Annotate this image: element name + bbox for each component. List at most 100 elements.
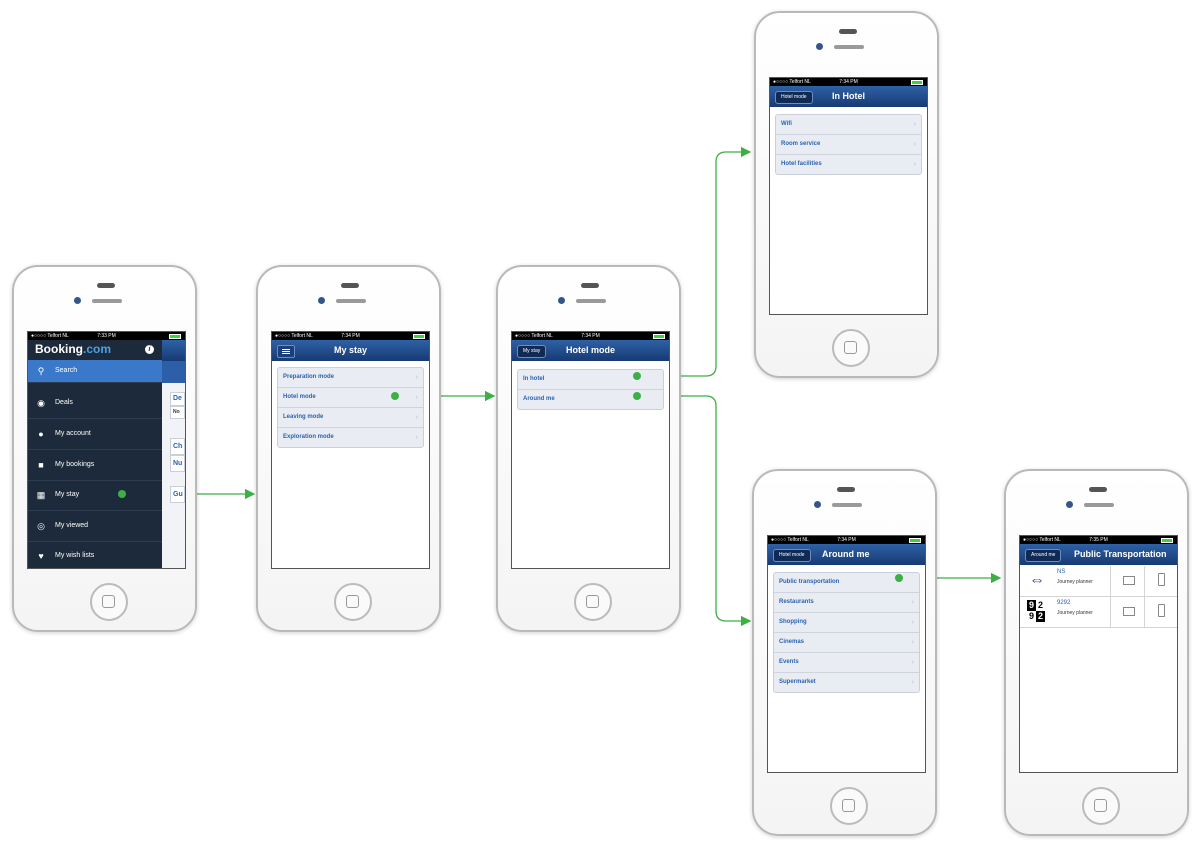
mobile-icon (1158, 573, 1165, 586)
peek-field: Gu (170, 486, 185, 503)
chevron-right-icon: › (913, 141, 916, 148)
back-button[interactable]: My stay (517, 345, 547, 358)
menu-item-my-wish-lists[interactable]: ♥ My wish lists (28, 541, 162, 568)
row-leaving-mode[interactable]: Leaving mode› (278, 408, 423, 428)
status-bar: ●○○○○ Telfort NL 7:34 PM (512, 332, 669, 340)
account-icon: ● (38, 429, 44, 439)
chevron-right-icon: › (415, 394, 418, 401)
menu-item-my-stay[interactable]: ▦ My stay (28, 480, 162, 511)
row-in-hotel[interactable]: In hotel (518, 370, 663, 390)
row-supermarket[interactable]: Supermarket› (774, 673, 919, 692)
clock: 7:34 PM (839, 79, 858, 85)
screen-public-transportation: ●○○○○ Telfort NL 7:35 PM Around me Publi… (1019, 535, 1178, 773)
home-button[interactable] (574, 583, 612, 621)
camera (1066, 501, 1073, 508)
screen-hotel-mode: ●○○○○ Telfort NL 7:34 PM My stay Hotel m… (511, 331, 670, 569)
in-hotel-list: Wifi› Room service› Hotel facilities› (775, 114, 922, 175)
side-menu: Booking.com i ⚲ Search ◉ Deals ● My acco… (28, 340, 162, 568)
clock: 7:33 PM (97, 333, 116, 339)
back-button[interactable]: Hotel mode (775, 91, 813, 104)
menu-item-my-bookings[interactable]: ■ My bookings (28, 450, 162, 481)
hotel-mode-list: In hotel Around me (517, 369, 664, 410)
row-wifi[interactable]: Wifi› (776, 115, 921, 135)
row-around-me[interactable]: Around me (523, 396, 555, 402)
home-button[interactable] (1082, 787, 1120, 825)
mobile-link[interactable] (1144, 597, 1177, 627)
camera (814, 501, 821, 508)
navbar: My stay (272, 340, 429, 361)
link-dot-hotel-mode (391, 392, 399, 400)
menu-item-search[interactable]: ⚲ Search (28, 360, 162, 383)
desktop-link[interactable] (1110, 597, 1144, 627)
peek-navbar (162, 340, 185, 361)
transport-subtitle: Journey planner (1057, 610, 1093, 616)
camera (74, 297, 81, 304)
row-public-transportation[interactable]: Public transportation (774, 573, 919, 593)
clock: 7:34 PM (837, 537, 856, 543)
screen-title: Hotel mode (565, 345, 615, 355)
transport-name[interactable]: NS (1057, 569, 1066, 575)
screen-title: My stay (333, 345, 368, 355)
clock: 7:34 PM (581, 333, 600, 339)
link-dot-in-hotel (633, 372, 641, 380)
speaker (839, 29, 857, 34)
row-events[interactable]: Events› (774, 653, 919, 673)
row-hotel-facilities[interactable]: Hotel facilities› (776, 155, 921, 174)
battery-icon (909, 538, 921, 543)
navbar: Around me Public Transportation (1020, 544, 1177, 565)
carrier: ●○○○○ Telfort NL (275, 333, 313, 339)
menu-item-deals[interactable]: ◉ Deals (28, 388, 162, 419)
menu-item-my-viewed[interactable]: ◎ My viewed (28, 511, 162, 542)
chevron-right-icon: › (415, 434, 418, 441)
peek-panel: De No Ch Nu Gu (162, 340, 185, 568)
row-preparation-mode[interactable]: Preparation mode› (278, 368, 423, 388)
home-button[interactable] (334, 583, 372, 621)
menu-item-my-account[interactable]: ● My account (28, 419, 162, 450)
row-shopping[interactable]: Shopping› (774, 613, 919, 633)
home-button[interactable] (830, 787, 868, 825)
status-bar: ●○○○○ Telfort NL 7:34 PM (768, 536, 925, 544)
monitor-icon (1123, 576, 1135, 585)
row-restaurants[interactable]: Restaurants› (774, 593, 919, 613)
chevron-right-icon: › (913, 161, 916, 168)
row-room-service[interactable]: Room service› (776, 135, 921, 155)
peek-field: Ch (170, 438, 185, 455)
back-button[interactable]: Hotel mode (773, 549, 811, 562)
row-exploration-mode[interactable]: Exploration mode› (278, 428, 423, 447)
mobile-link[interactable] (1144, 566, 1177, 596)
transport-subtitle: Journey planner (1057, 579, 1093, 585)
chevron-right-icon: › (911, 599, 914, 606)
transport-item-ns[interactable]: ⇔ NS Journey planner (1020, 566, 1177, 597)
menu-icon[interactable] (277, 345, 295, 358)
earpiece (336, 299, 366, 303)
row-hotel-mode[interactable]: Hotel mode› (278, 388, 423, 408)
phone-in-hotel: ●○○○○ Telfort NL 7:34 PM Hotel mode In H… (754, 11, 939, 378)
camera (558, 297, 565, 304)
arrow-in-hotel-to-in-hotel-screen (637, 146, 752, 377)
speaker (581, 283, 599, 288)
info-icon[interactable]: i (145, 345, 154, 354)
camera (318, 297, 325, 304)
phone-public-transportation: ●○○○○ Telfort NL 7:35 PM Around me Publi… (1004, 469, 1189, 836)
screen-title: In Hotel (832, 91, 865, 101)
transport-name[interactable]: 9292 (1057, 600, 1071, 606)
phone-my-stay: ●○○○○ Telfort NL 7:34 PM My stay Prepara… (256, 265, 441, 632)
speaker (97, 283, 115, 288)
back-button[interactable]: Around me (1025, 549, 1062, 562)
home-button[interactable] (90, 583, 128, 621)
briefcase-icon: ■ (38, 460, 44, 470)
speaker (1089, 487, 1107, 492)
screen-title: Public Transportation (1074, 549, 1167, 559)
status-bar: ●○○○○ Telfort NL 7:34 PM (770, 78, 927, 86)
carrier: ●○○○○ Telfort NL (515, 333, 553, 339)
link-dot-my-stay (118, 490, 126, 498)
clock: 7:35 PM (1089, 537, 1108, 543)
desktop-link[interactable] (1110, 566, 1144, 596)
row-cinemas[interactable]: Cinemas› (774, 633, 919, 653)
home-button[interactable] (832, 329, 870, 367)
earpiece (576, 299, 606, 303)
ns-logo-icon: ⇔ (1029, 572, 1045, 589)
mode-list: Preparation mode› Hotel mode› Leaving mo… (277, 367, 424, 448)
mobile-icon (1158, 604, 1165, 617)
